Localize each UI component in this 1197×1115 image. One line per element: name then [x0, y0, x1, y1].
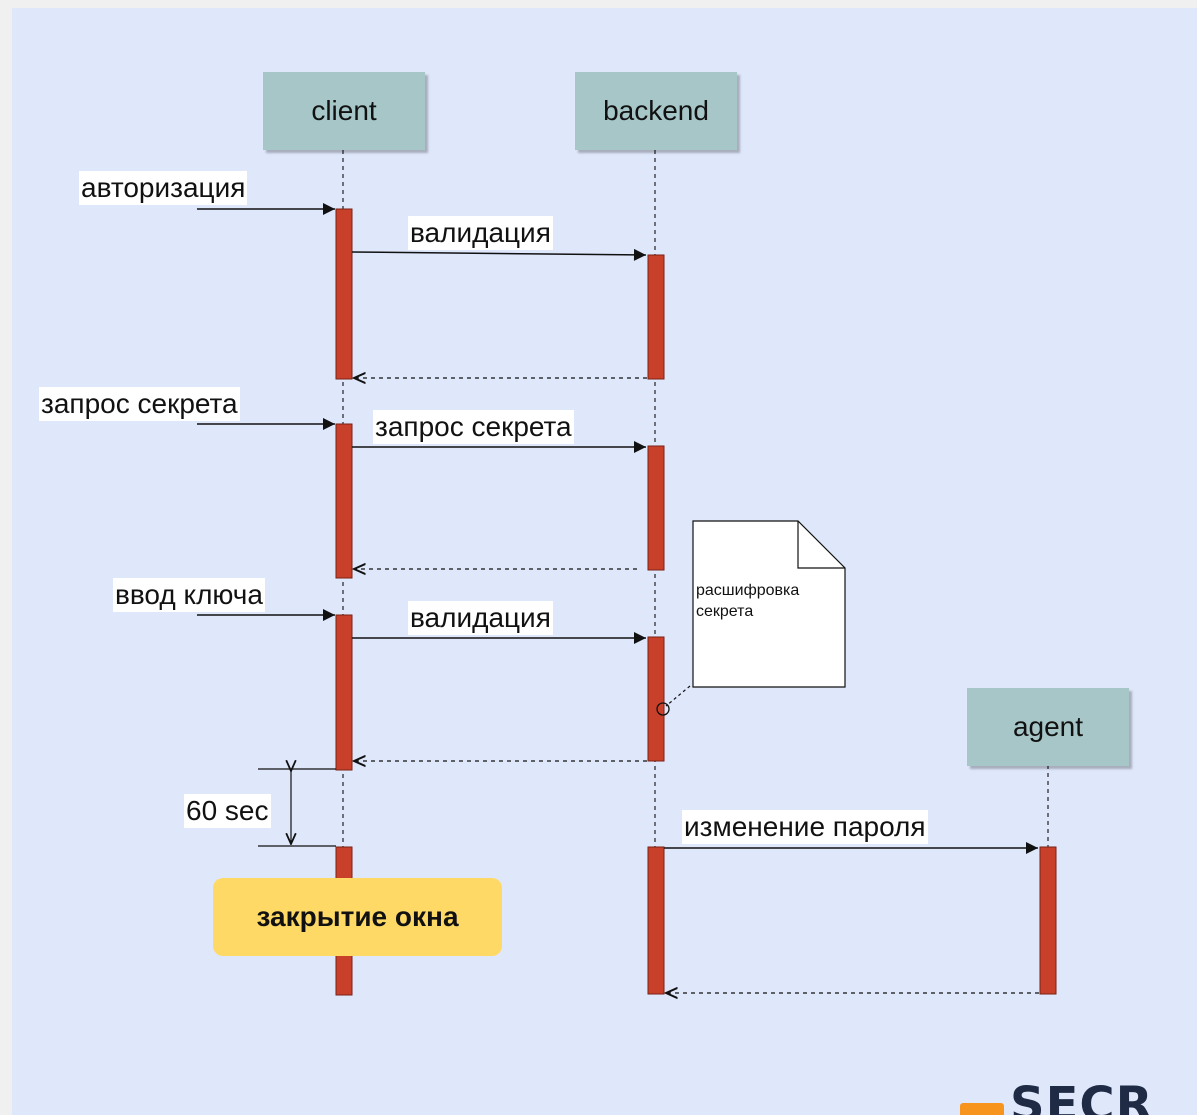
secr-logo: SECR	[960, 1075, 1197, 1115]
note-connector	[665, 685, 691, 707]
password-change-label: изменение пароля	[682, 810, 928, 844]
validation1-label: валидация	[408, 216, 553, 250]
actor-backend: backend	[575, 72, 737, 150]
agent-activation	[1039, 846, 1057, 995]
client-activation-1	[335, 208, 353, 380]
actor-agent: agent	[967, 688, 1129, 766]
folder-icon	[960, 1103, 1004, 1115]
validation1-arrow	[351, 248, 647, 261]
secret-request-in-label: запрос секрета	[39, 387, 240, 421]
backend-activation-3	[647, 636, 665, 762]
note-text: расшифровка секрета	[696, 580, 836, 622]
timer-label: 60 sec	[184, 794, 271, 828]
logo-text: SECR	[1010, 1077, 1154, 1115]
auth-label: авторизация	[79, 171, 248, 205]
backend-activation-1	[647, 254, 665, 380]
note-line-2: секрета	[696, 603, 754, 620]
backend-activation-4	[647, 846, 665, 995]
client-activation-2	[335, 423, 353, 579]
close-window-badge: закрытие окна	[213, 878, 502, 956]
client-activation-3	[335, 614, 353, 771]
backend-activation-2	[647, 445, 665, 571]
secret-request-out-label: запрос секрета	[373, 410, 574, 444]
key-input-label: ввод ключа	[113, 578, 265, 612]
note-anchor	[656, 702, 670, 716]
note-line-1: расшифровка	[696, 582, 800, 599]
validation2-label: валидация	[408, 601, 553, 635]
note-shape	[692, 520, 846, 688]
actor-client: client	[263, 72, 425, 150]
